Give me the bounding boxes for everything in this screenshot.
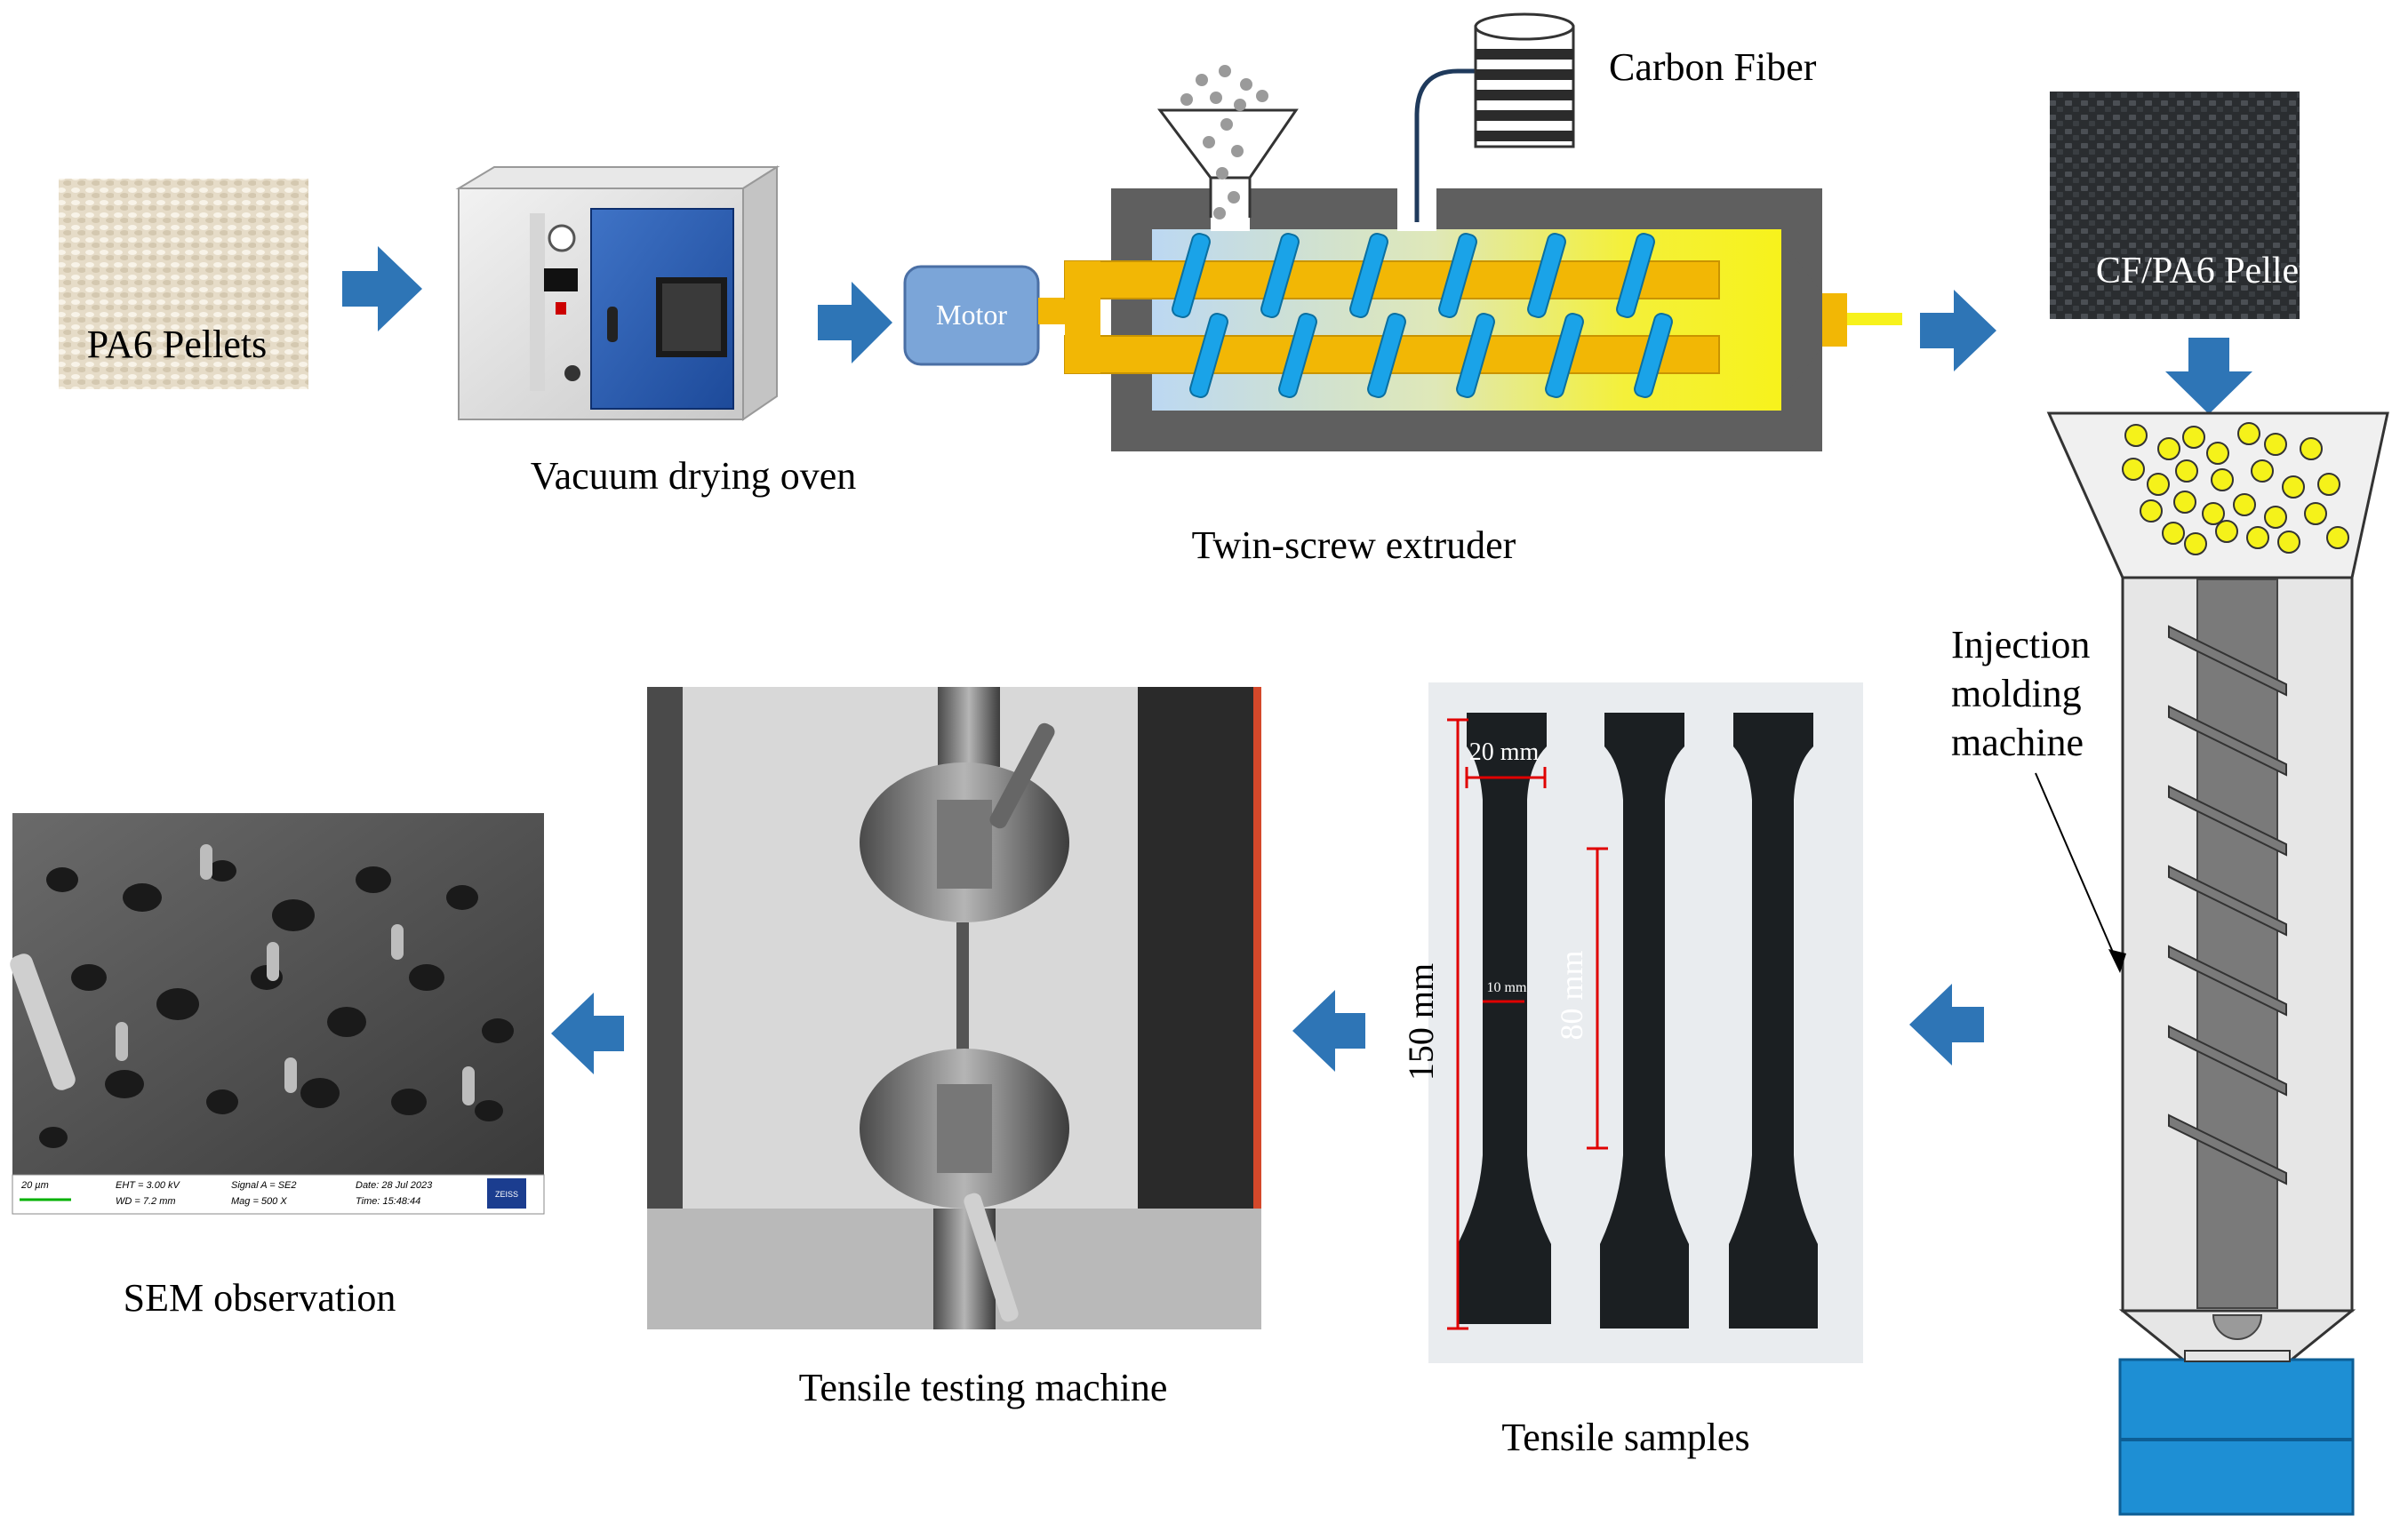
sem-scale: 20 µm [20,1180,49,1191]
dim-80mm: 80 mm [1554,950,1589,1040]
injection-label-line2: molding [1951,672,2082,715]
dim-20mm: 20 mm [1469,738,1540,766]
motor-label: Motor [936,299,1007,331]
injection-pointer [2035,772,2121,969]
injection-hopper [2046,411,2389,579]
sem-image: 20 µm EHT = 3.00 kV WD = 7.2 mm Signal A… [10,813,545,1215]
tensile-samples-label: Tensile samples [1501,1416,1749,1459]
extruder-label: Twin-screw extruder [1192,523,1516,567]
flow-arrow-1 [342,246,422,331]
injection-label-line1: Injection [1951,623,2090,666]
carbon-fiber-line [1414,68,1476,222]
flow-arrow-4 [1909,984,1984,1065]
flow-arrow-2 [818,282,892,363]
zeiss-logo [487,1178,526,1209]
flow-arrow-6 [551,993,624,1074]
tensile-samples-photo: 20 mm 10 mm 150 mm 80 mm [1401,682,1863,1363]
vacuum-oven-label: Vacuum drying oven [531,454,857,498]
flow-arrow-5 [1292,990,1365,1072]
injection-base [2118,1358,2355,1516]
carbon-fiber-spool [1474,12,1575,148]
sem-signal: Signal A = SE2 [231,1180,296,1191]
twin-screw-extruder: Motor [903,12,1902,451]
sem-eht: EHT = 3.00 kV [116,1180,181,1191]
vacuum-oven-icon [455,165,780,421]
flow-arrow-down [2165,338,2252,414]
tensile-machine-label: Tensile testing machine [799,1366,1168,1409]
tensile-machine-photo [647,687,1261,1329]
dim-150mm: 150 mm [1401,963,1441,1081]
pa6-pellets-label: PA6 Pellets [87,323,268,366]
cf-pellets-label: CF/PA6 Pellets [2096,251,2324,291]
carbon-fiber-label: Carbon Fiber [1609,45,1817,89]
injection-molding-machine [2046,411,2389,1516]
cf-pa6-pellets-photo: CF/PA6 Pellets [2050,92,2324,319]
flow-arrow-3 [1920,290,1996,371]
sem-label: SEM observation [124,1276,396,1320]
dim-10mm: 10 mm [1487,980,1527,995]
injection-label-line3: machine [1951,721,2084,764]
sem-wd: WD = 7.2 mm [116,1196,176,1207]
sem-time: Time: 15:48:44 [356,1196,420,1207]
pa6-pellets-photo: PA6 Pellets [59,179,308,389]
svg-text:ZEISS: ZEISS [495,1190,518,1199]
sem-mag: Mag = 500 X [231,1196,287,1207]
sem-date: Date: 28 Jul 2023 [356,1180,433,1191]
